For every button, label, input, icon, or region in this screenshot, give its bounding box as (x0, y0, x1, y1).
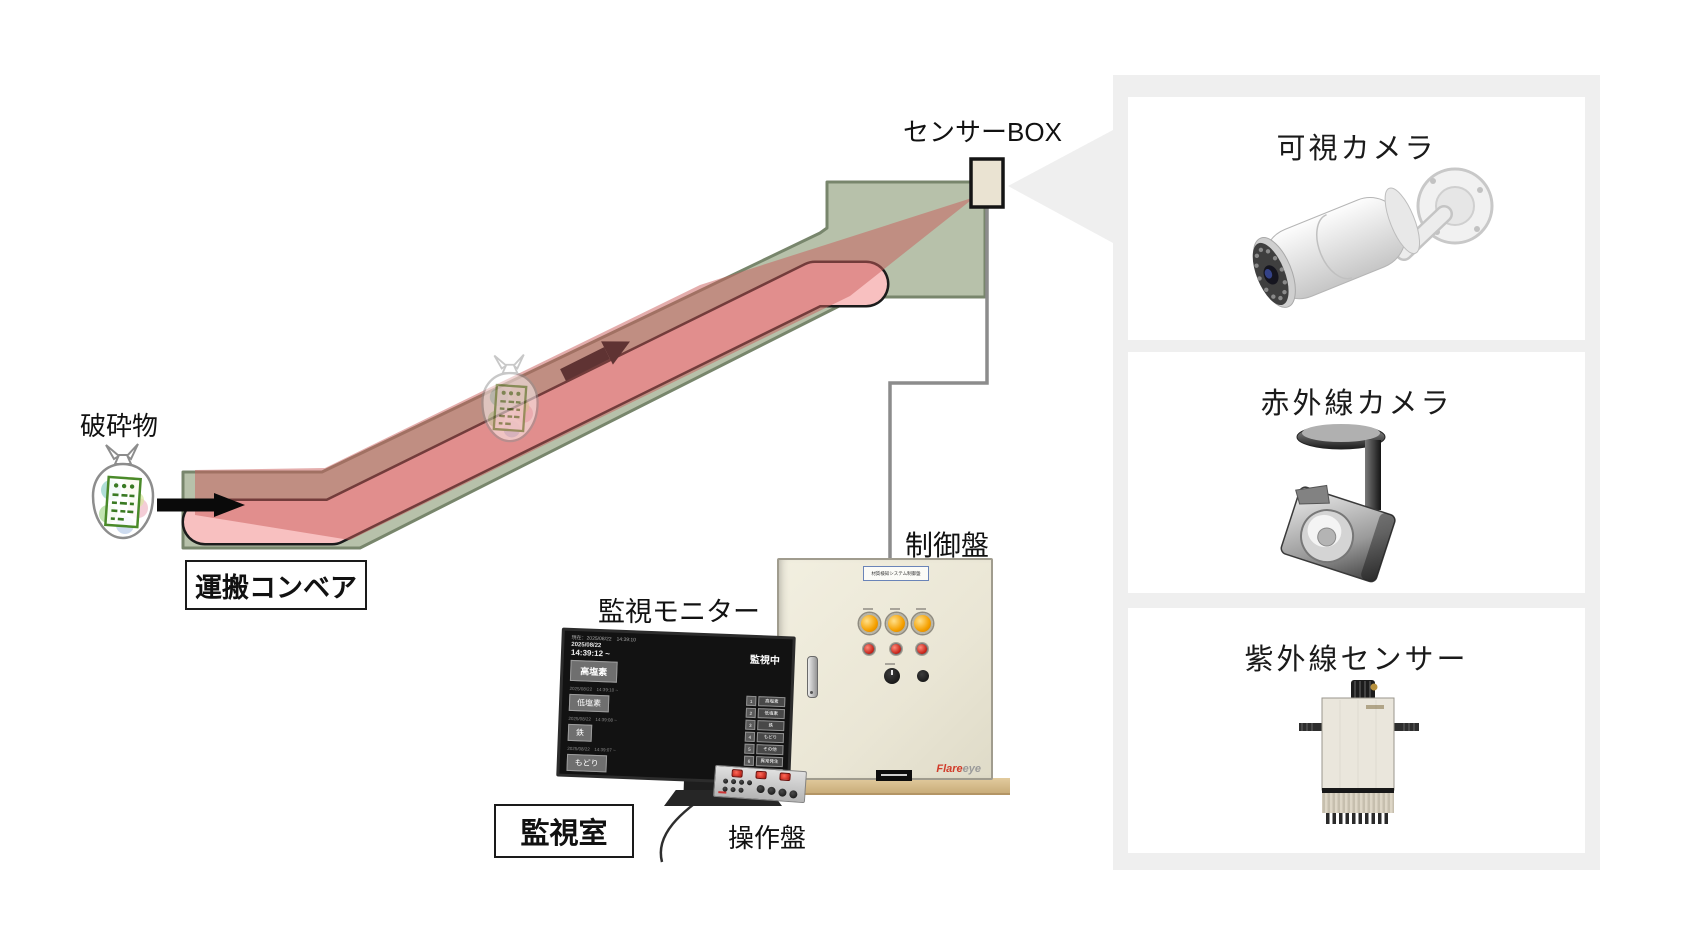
legend-number: 1 (746, 695, 757, 707)
monitor-screen: 現在：2025/08/22 14:39:10 2025/08/22 14:39:… (559, 630, 793, 783)
control-panel-label: 制御盤 (905, 530, 990, 561)
waste-bag-icon (91, 442, 155, 540)
infrared-camera-title: 赤外線カメラ (1260, 388, 1453, 420)
red-lamp (916, 643, 928, 655)
knob-label-mark (885, 663, 895, 665)
amber-lamp (886, 613, 907, 634)
visible-camera-title: 可視カメラ (1276, 133, 1437, 165)
lamp-label-mark (863, 608, 873, 610)
visible-camera-illustration (1252, 167, 1494, 308)
op-round-button (756, 784, 765, 794)
screen-button-return: もどり (566, 753, 607, 773)
screen-status-monitoring: 監視中 (749, 654, 781, 667)
legend-number: 5 (744, 743, 755, 755)
op-black-button (738, 787, 744, 793)
legend-label: 異常発生 (755, 756, 784, 768)
op-red-button (731, 769, 743, 778)
legend-label: その他 (756, 744, 784, 756)
crushed-material-label: 破砕物 (80, 411, 159, 441)
legend-number: 6 (743, 755, 755, 767)
brand-logo: Flareeye (936, 763, 981, 775)
belt-direction-arrow (560, 341, 630, 381)
monitor-label: 監視モニター (598, 597, 760, 627)
operation-panel (712, 764, 808, 804)
cabinet-nameplate: 材質検知システム制御盤 (863, 566, 929, 581)
conveyor-label: 運搬コンベア (185, 560, 367, 610)
op-round-button (767, 786, 776, 796)
selector-knob (884, 668, 900, 684)
op-black-button (730, 786, 736, 793)
legend-number: 3 (745, 719, 756, 731)
sensor-box-label: センサーBOX (903, 117, 1062, 147)
op-red-button (755, 770, 767, 780)
brand-logo-red: Flare (936, 763, 963, 775)
cabinet-base (757, 778, 1010, 795)
monitoring-monitor: 現在：2025/08/22 14:39:10 2025/08/22 14:39:… (556, 627, 796, 786)
op-red-button (779, 772, 791, 782)
lamp-label-mark (916, 608, 926, 610)
legend-label: 鉄 (757, 720, 785, 732)
legend-number: 2 (745, 707, 756, 719)
legend-label: 低塩素 (757, 708, 785, 720)
amber-lamp (912, 613, 933, 634)
lamp-label-mark (890, 608, 900, 610)
op-round-button (778, 788, 787, 797)
screen-button-iron: 鉄 (567, 723, 593, 742)
callout-wedge (1008, 130, 1113, 243)
uv-sensor-illustration (1299, 680, 1419, 824)
maker-plate (876, 770, 912, 781)
op-black-button (722, 778, 729, 784)
legend-number: 4 (744, 731, 756, 743)
screen-button-low-chlorine: 低塩素 (568, 693, 610, 713)
legend-label: 高塩素 (758, 696, 786, 708)
sensor-box (969, 157, 1005, 209)
brand-logo-gray: eye (962, 763, 981, 775)
uv-sensor-title: 紫外線センサー (1244, 644, 1469, 676)
card-infrared-camera: 赤外線カメラ (1128, 352, 1585, 593)
op-black-button (738, 779, 745, 785)
waste-bag-on-belt-icon (481, 353, 539, 443)
push-button (917, 670, 929, 682)
red-lamp (863, 643, 875, 655)
op-black-button (746, 780, 753, 786)
op-panel-mark (718, 791, 727, 794)
amber-lamp (859, 613, 880, 634)
cabinet-handle (807, 656, 818, 698)
legend-label: もどり (756, 732, 785, 744)
operation-panel-label: 操作盤 (728, 823, 807, 853)
op-round-button (789, 790, 798, 799)
op-black-button (730, 778, 737, 785)
sensor-wire (888, 207, 989, 558)
input-arrow (157, 493, 245, 517)
infrared-camera-illustration (1280, 424, 1396, 583)
red-lamp (890, 643, 902, 655)
monitoring-room-label: 監視室 (494, 804, 634, 858)
screen-button-high-chlorine: 高塩素 (569, 659, 618, 683)
control-cabinet: 材質検知システム制御盤 Flareeye (777, 558, 993, 781)
